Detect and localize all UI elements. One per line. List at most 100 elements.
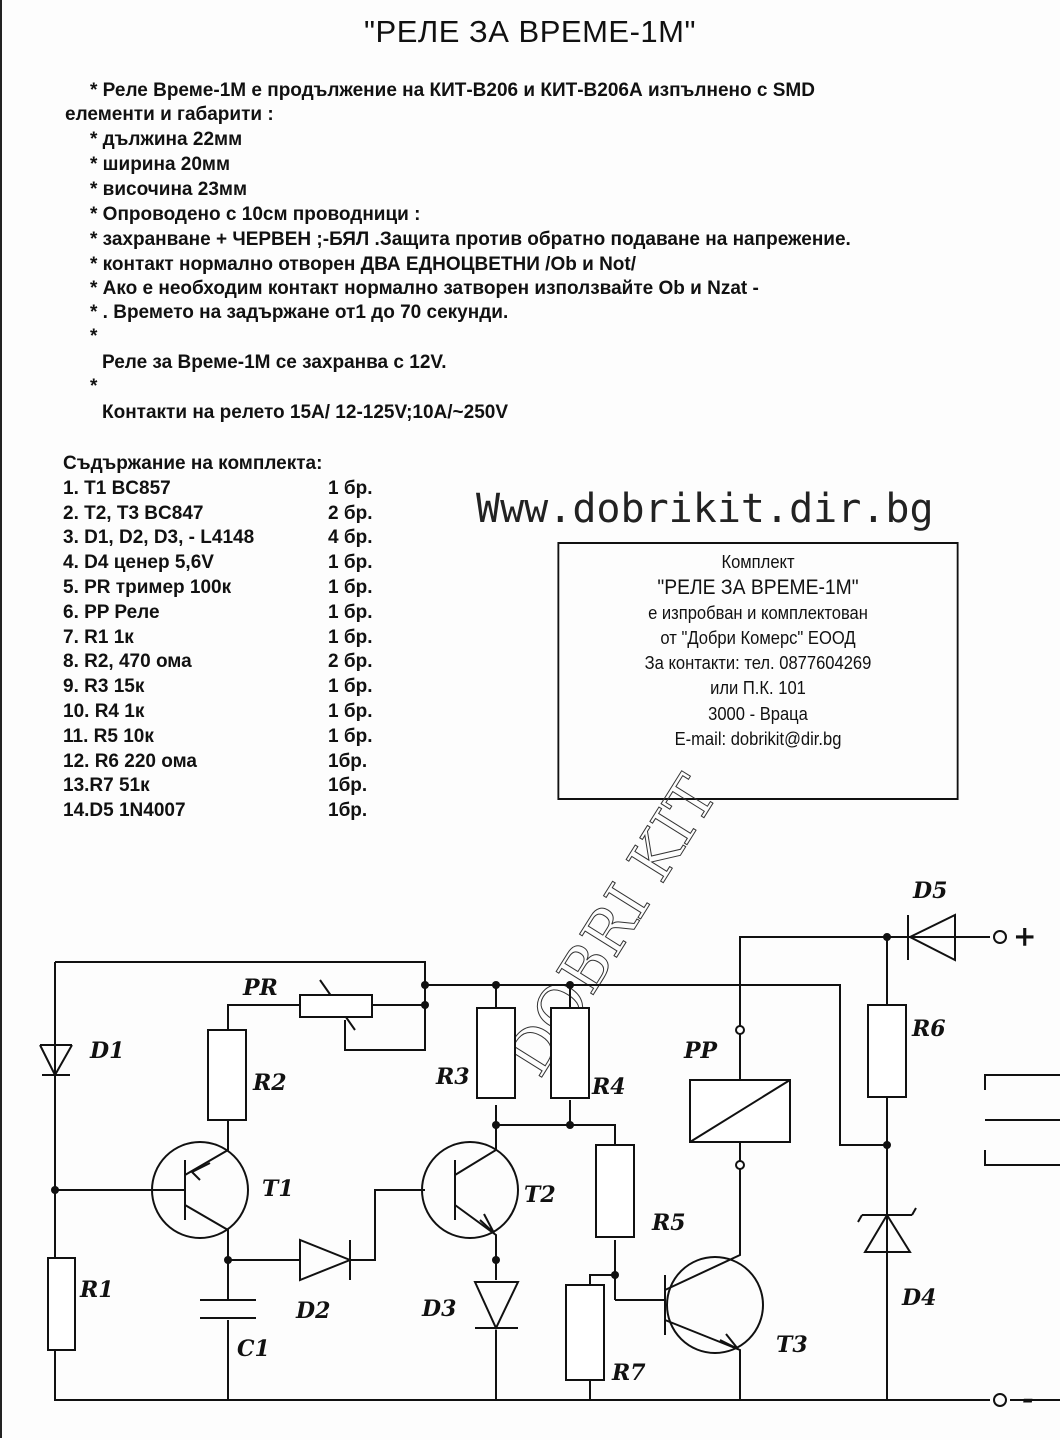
wire: [55, 1120, 425, 1400]
diode-d1: [39, 1044, 73, 1078]
label-pr: PR: [242, 975, 278, 1001]
contact-line: E-mail: dobrikit@dir.bg: [674, 729, 842, 750]
label-t1: T1: [262, 1176, 294, 1202]
transistor-t3: [666, 1256, 764, 1354]
kit-item: 4. D4 ценер 5,6V 1 бр.: [63, 551, 372, 576]
kit-item: 6. PP Реле 1 бр.: [63, 601, 372, 626]
label-r4: R4: [591, 1074, 626, 1100]
desc-line: * дължина 22мм: [90, 129, 243, 150]
resistor-r1: [47, 1257, 76, 1351]
kit-item-qty: 1 бр.: [328, 700, 373, 722]
diode-d3: [473, 1281, 520, 1331]
kit-item-qty: 1 бр.: [328, 477, 373, 499]
resistor-r3: [476, 1007, 516, 1099]
label-r7: R7: [611, 1360, 646, 1386]
label-r6: R6: [911, 1016, 946, 1042]
kit-item-name: 12. R6 220 ома: [63, 750, 197, 772]
resistor-r2: [207, 1029, 247, 1121]
label-t3: T3: [776, 1332, 808, 1358]
kit-item-name: 10. R4 1к: [63, 700, 145, 722]
kit-item-qty: 1бр.: [328, 775, 368, 797]
kit-item-qty: 1 бр.: [328, 626, 373, 648]
desc-line: * ширина 20мм: [90, 154, 231, 175]
kit-item-name: 1. T1 BC857: [63, 477, 171, 499]
document-title: "РЕЛЕ ЗА ВРЕМЕ-1М": [364, 14, 696, 49]
kit-item-qty: 1 бр.: [328, 601, 373, 623]
kit-item: 1. T1 BC857 1 бр.: [63, 477, 372, 502]
kit-item: 11. R5 10к 1 бр.: [63, 725, 372, 750]
label-r2: R2: [252, 1070, 287, 1096]
website-url: Www.dobrikit.dir.bg: [476, 486, 934, 532]
emitter-arrow: [719, 1333, 739, 1350]
contact-line: За контакти: тел. 0877604269: [644, 653, 872, 674]
kit-item: 12. R6 220 ома 1бр.: [63, 750, 372, 775]
desc-line: * Реле Време-1М е продължение на КИТ-В20…: [90, 80, 815, 101]
contact-line: от "Добри Комерс" ЕООД: [660, 627, 856, 648]
contact-line: Комплект: [721, 552, 795, 572]
kit-item-name: 14.D5 1N4007: [63, 800, 186, 822]
desc-line: Реле за Време-1М се захранва с 12V.: [102, 352, 447, 373]
contact-line: 3000 - Враца: [708, 703, 808, 724]
desc-line: * Ако е необходим контакт нормално затво…: [90, 278, 759, 299]
kit-item-qty: 1бр.: [328, 750, 368, 772]
desc-line: * захранване + ЧЕРВЕН ;-БЯЛ .Защита прот…: [90, 229, 851, 250]
label-d4: D4: [901, 1285, 936, 1311]
kit-item-name: 8. R2, 470 ома: [63, 651, 192, 673]
kit-item-name: 4. D4 ценер 5,6V: [63, 552, 214, 574]
kit-item-name: 2. T2, T3 BC847: [63, 502, 204, 524]
desc-line: * . Времето на задържане от1 до 70 секун…: [90, 302, 509, 323]
desc-line: * височина 23мм: [90, 179, 248, 200]
kit-item-qty: 1бр.: [328, 800, 368, 822]
label-d3: D3: [421, 1296, 456, 1322]
kit-item-qty: 1 бр.: [328, 552, 373, 574]
label-t2: T2: [524, 1182, 556, 1208]
kit-item: 10. R4 1к 1 бр.: [63, 700, 372, 725]
desc-line: * Опроводено с 10см проводници :: [90, 204, 421, 225]
junction-dots: [51, 933, 891, 1279]
contact-line: или П.К. 101: [710, 678, 806, 699]
label-d1: D1: [89, 1038, 124, 1064]
kit-item-name: 6. PP Реле: [63, 601, 160, 623]
resistor-r6: [867, 1004, 907, 1098]
contact-line: е изпробван и комплектован: [648, 602, 868, 623]
kit-item: 14.D5 1N4007 1бр.: [63, 799, 372, 824]
desc-line: *: [90, 326, 98, 347]
resistor-r4: [550, 1007, 590, 1099]
capacitor-c1: [200, 1299, 256, 1319]
desc-line: Контакти на релето 15А/ 12-125V;10А/~250…: [102, 402, 509, 423]
wire: [664, 1165, 741, 1400]
label-pp: PP: [683, 1038, 719, 1064]
label-plus: +: [1013, 920, 1036, 953]
kit-item-qty: 1 бр.: [328, 576, 373, 598]
kit-item-qty: 4 бр.: [328, 527, 373, 549]
kit-item-name: 9. R3 15к: [63, 676, 145, 698]
kit-item-qty: 1 бр.: [328, 725, 373, 747]
label-r3: R3: [435, 1064, 470, 1090]
wire: [454, 985, 665, 1400]
kit-item: 3. D1, D2, D3, - L4148 4 бр.: [63, 526, 372, 551]
kit-item-name: 7. R1 1к: [63, 626, 134, 648]
emitter-arrow: [190, 1162, 211, 1181]
transistor-t2: [421, 1141, 519, 1239]
minus-terminal: [993, 1393, 1007, 1407]
relay-contacts: [984, 1074, 1060, 1166]
kit-item: 7. R1 1к 1 бр.: [63, 626, 372, 651]
resistor-r7: [565, 1284, 605, 1381]
resistor-r5: [595, 1144, 635, 1238]
label-d5: D5: [912, 878, 947, 904]
desc-line: елементи и габарити :: [65, 104, 274, 125]
wire: [54, 936, 1060, 1401]
label-minus: -: [1022, 1382, 1034, 1415]
kit-item-name: 11. R5 10к: [63, 725, 154, 747]
diode-d5: [907, 913, 956, 962]
kit-item-name: 3. D1, D2, D3, - L4148: [63, 527, 255, 549]
zener-d4: [857, 1207, 917, 1253]
label-r5: R5: [651, 1210, 686, 1236]
